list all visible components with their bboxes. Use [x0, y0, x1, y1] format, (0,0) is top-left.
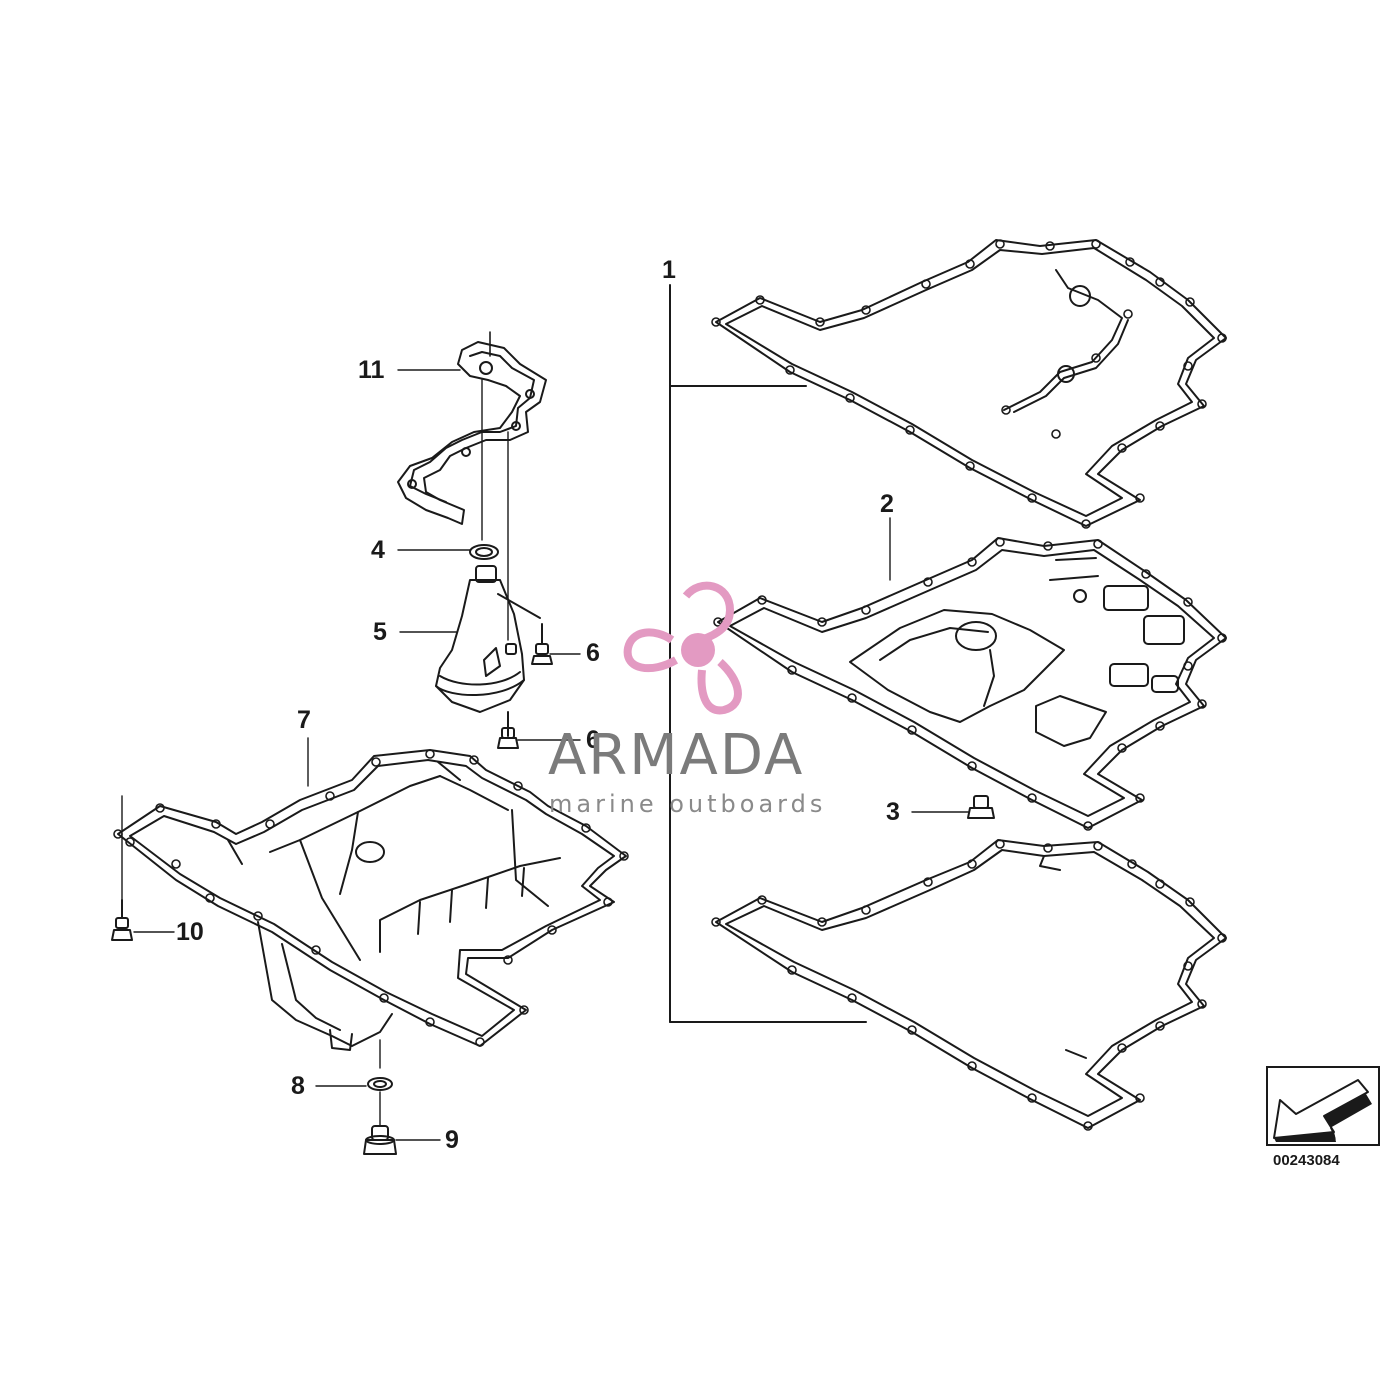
part-1-bracket [669, 284, 867, 1023]
callout-6-lower: 6 [586, 726, 600, 754]
screw-6-lower [497, 643, 519, 749]
upper-gasket [711, 239, 1227, 529]
callout-7: 7 [297, 706, 311, 734]
oil-sump [113, 749, 629, 1069]
callout-9: 9 [445, 1126, 459, 1154]
callout-10: 10 [176, 918, 204, 946]
diagram-number: 00243084 [1273, 1152, 1340, 1169]
leader-lines [133, 369, 969, 1141]
nut-3 [967, 795, 995, 819]
watermark-name: ARMADA [548, 723, 805, 788]
callout-5: 5 [373, 618, 387, 646]
callout-8: 8 [291, 1072, 305, 1100]
callout-11: 11 [358, 356, 385, 384]
callout-2: 2 [880, 490, 894, 518]
screw-6-upper [531, 623, 553, 665]
direction-arrow-icon [1266, 1066, 1380, 1146]
callout-4: 4 [371, 536, 385, 564]
callout-3: 3 [886, 798, 900, 826]
oil-strainer [435, 565, 541, 713]
screw-10 [111, 899, 133, 941]
watermark-tagline: marine outboards [549, 790, 827, 818]
callout-6-upper: 6 [586, 639, 600, 667]
propeller-logo [623, 581, 742, 715]
oil-baffle-plate [713, 537, 1227, 831]
o-ring-4 [469, 544, 499, 560]
seal-ring-8 [367, 1077, 393, 1127]
callout-1: 1 [662, 256, 676, 284]
oil-pump-gasket [397, 331, 547, 641]
lower-gasket [711, 839, 1227, 1131]
drain-plug-9 [363, 1125, 397, 1155]
